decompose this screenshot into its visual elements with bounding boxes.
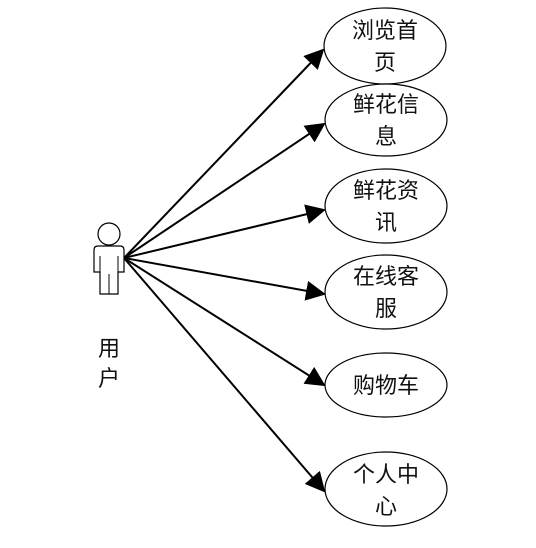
use-case-online-service-line-2: 服 <box>375 297 397 322</box>
actor-user <box>93 222 125 295</box>
use-case-flower-info-line-2: 息 <box>375 125 397 150</box>
arrow-browse-home <box>123 48 325 259</box>
use-case-flower-info-ellipse <box>324 83 448 157</box>
use-case-browse-home[interactable]: 浏览首 页 <box>323 7 447 85</box>
actor-label-line-2: 户 <box>98 367 120 392</box>
use-cases: 浏览首 页 鲜花信 息 鲜花资 讯 在线客 服 购物车 个人中 心 <box>323 7 448 527</box>
use-case-shopping-cart[interactable]: 购物车 <box>324 352 448 418</box>
use-case-browse-home-line-1: 浏览首 <box>352 19 418 44</box>
use-case-personal-center-line-1: 个人中 <box>353 463 419 488</box>
arrow-shopping-cart <box>123 257 326 387</box>
use-case-flower-news-line-1: 鲜花资 <box>353 179 419 204</box>
actor-label-line-1: 用 <box>98 337 120 362</box>
use-case-flower-news[interactable]: 鲜花资 讯 <box>324 168 448 244</box>
use-case-personal-center-ellipse <box>324 451 448 527</box>
use-case-flower-info-line-1: 鲜花信 <box>353 93 419 118</box>
use-case-browse-home-line-2: 页 <box>374 51 396 76</box>
arrow-flower-news <box>123 204 326 259</box>
arrow-personal-center <box>123 257 326 493</box>
use-case-online-service[interactable]: 在线客 服 <box>324 254 448 330</box>
actor-body <box>93 245 125 295</box>
use-case-online-service-line-1: 在线客 <box>353 265 419 290</box>
use-case-personal-center-line-2: 心 <box>375 495 397 520</box>
use-case-online-service-ellipse <box>324 254 448 330</box>
use-case-shopping-cart-ellipse <box>324 352 448 418</box>
use-case-flower-info[interactable]: 鲜花信 息 <box>324 83 448 157</box>
association-arrows <box>123 48 326 493</box>
use-case-shopping-cart-line-1: 购物车 <box>353 374 419 399</box>
use-case-flower-news-ellipse <box>324 168 448 244</box>
arrow-online-service <box>123 257 326 301</box>
use-case-personal-center[interactable]: 个人中 心 <box>324 451 448 527</box>
actor-head <box>97 222 121 246</box>
use-case-flower-news-line-2: 讯 <box>375 211 397 236</box>
arrow-flower-info <box>123 122 326 259</box>
